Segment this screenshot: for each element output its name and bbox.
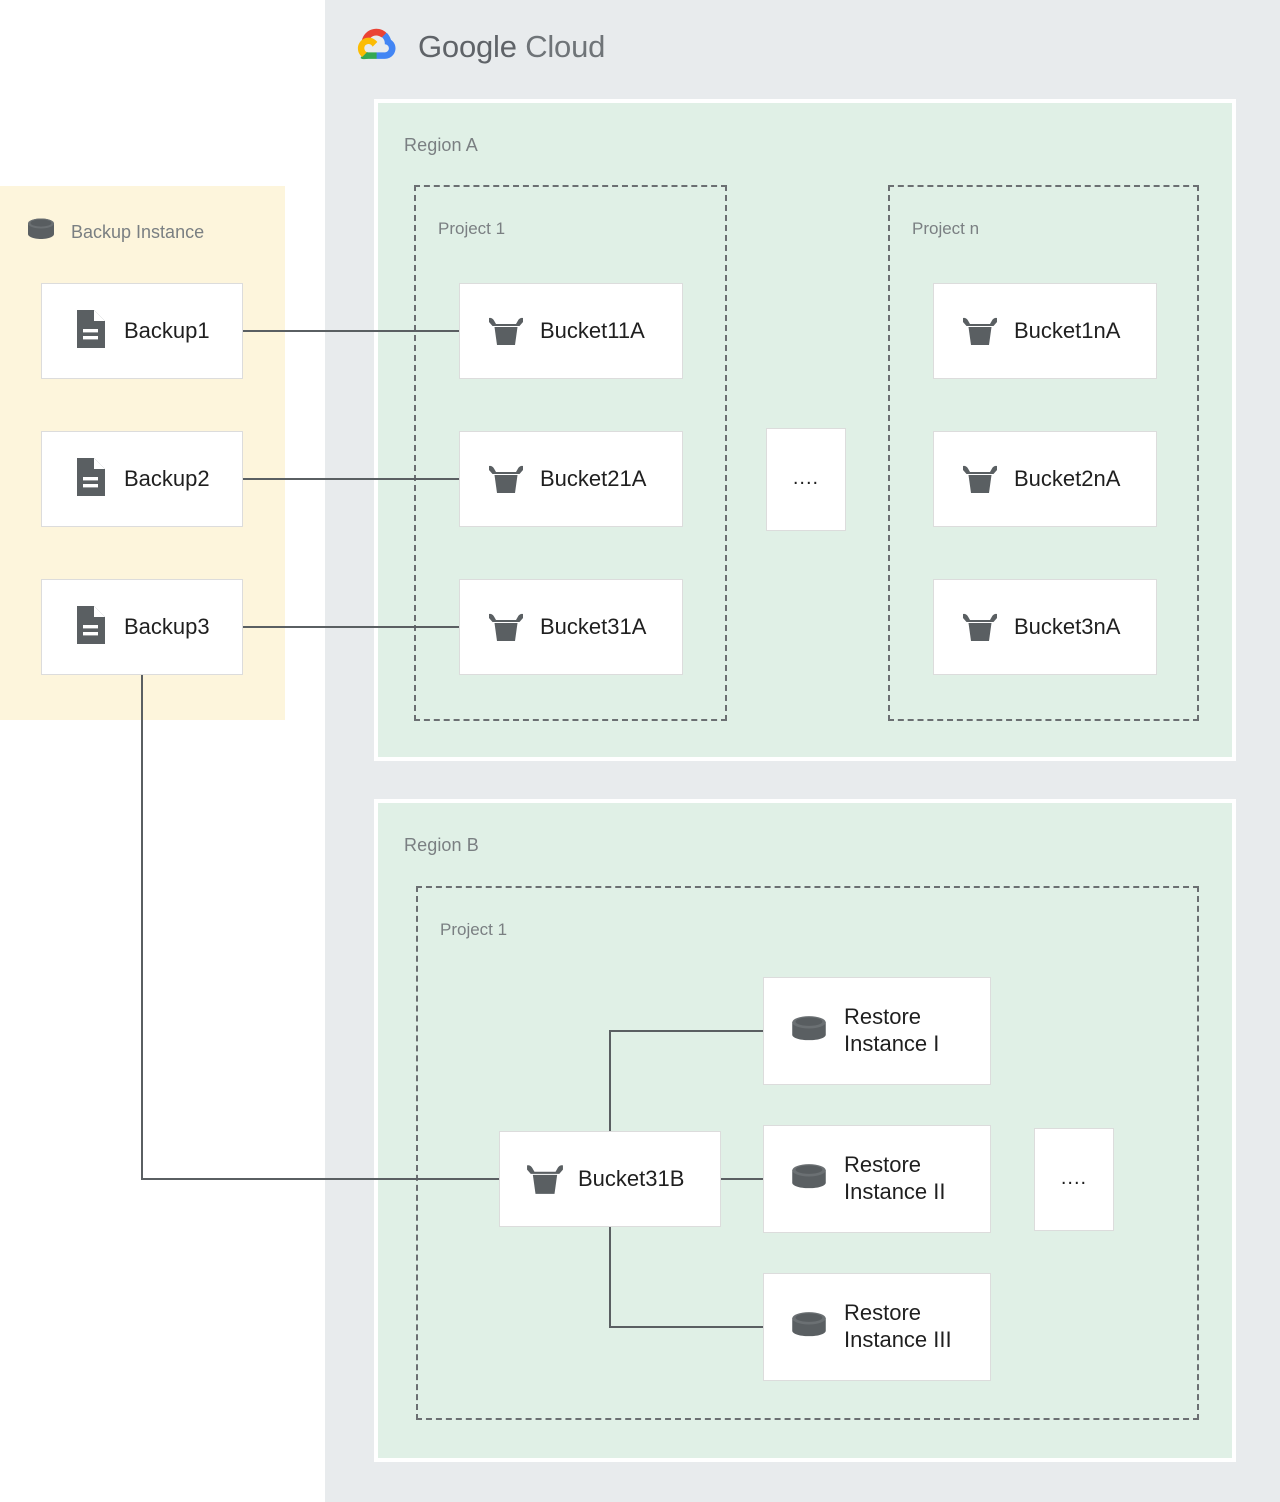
google-cloud-header: Google Cloud xyxy=(357,26,605,67)
ellipsis-label: .... xyxy=(1060,1166,1088,1189)
backup-node-1-label: Backup1 xyxy=(124,317,210,343)
bucket-node-bucket31b[interactable]: Bucket31B xyxy=(499,1131,721,1227)
bucket-node-bucket31a[interactable]: Bucket31A xyxy=(459,579,683,675)
connector-backup2-bucket21a xyxy=(243,478,460,480)
brand-name-google: Google xyxy=(418,28,517,64)
bucket-node-bucket31a-label: Bucket31A xyxy=(540,613,647,639)
storage-bucket-icon xyxy=(962,312,998,351)
bucket-node-bucket31b-label: Bucket31B xyxy=(578,1165,685,1191)
connector-bucket31b-restore1-horizontal xyxy=(609,1030,764,1032)
bucket-node-bucket1na[interactable]: Bucket1nA xyxy=(933,283,1157,379)
restore-instance-node-3-label: Restore Instance III xyxy=(844,1300,952,1352)
connector-backup3-bucket31a xyxy=(243,626,460,628)
bucket-node-bucket21a-label: Bucket21A xyxy=(540,465,647,491)
storage-bucket-icon xyxy=(962,608,998,647)
storage-bucket-icon xyxy=(488,460,524,499)
ellipsis-label: .... xyxy=(792,466,820,489)
storage-bucket-icon xyxy=(488,608,524,647)
google-cloud-logo-icon xyxy=(357,26,401,67)
google-cloud-wordmark: Google Cloud xyxy=(418,29,605,65)
restore-instance-node-3[interactable]: Restore Instance III xyxy=(763,1273,991,1381)
backup-node-2[interactable]: Backup2 xyxy=(41,431,243,527)
bucket-node-bucket3na-label: Bucket3nA xyxy=(1014,613,1121,639)
project-1-region-a-label: Project 1 xyxy=(438,219,506,238)
connector-bucket31b-restore3-horizontal xyxy=(609,1326,764,1328)
backup-node-1[interactable]: Backup1 xyxy=(41,283,243,379)
connector-backup3-bucket31b-vertical xyxy=(141,675,143,1180)
restore-instance-node-1-label: Restore Instance I xyxy=(844,1004,940,1056)
bucket-node-bucket11a-label: Bucket11A xyxy=(540,317,645,343)
connector-bucket31b-restore1-vertical xyxy=(609,1030,611,1132)
region-b-label: Region B xyxy=(404,835,479,855)
connector-bucket31b-restore2 xyxy=(721,1178,764,1180)
bucket-node-bucket2na[interactable]: Bucket2nA xyxy=(933,431,1157,527)
region-a-label: Region A xyxy=(404,135,478,155)
restore-instance-node-2-label: Restore Instance II xyxy=(844,1152,946,1204)
ellipsis-card-region-a: .... xyxy=(766,428,846,531)
project-1-region-b-box: Project 1 xyxy=(416,886,1199,1420)
bucket-node-bucket2na-label: Bucket2nA xyxy=(1014,465,1121,491)
document-file-icon xyxy=(74,309,106,353)
connector-backup1-bucket11a xyxy=(243,330,460,332)
connector-backup3-bucket31b-horizontal xyxy=(141,1178,500,1180)
document-file-icon xyxy=(74,457,106,501)
bucket-node-bucket11a[interactable]: Bucket11A xyxy=(459,283,683,379)
backup-node-2-label: Backup2 xyxy=(124,465,210,491)
project-n-region-a-label: Project n xyxy=(912,219,980,238)
backup-node-3[interactable]: Backup3 xyxy=(41,579,243,675)
storage-bucket-icon xyxy=(526,1159,564,1200)
bucket-node-bucket1na-label: Bucket1nA xyxy=(1014,317,1121,343)
ellipsis-card-region-b: .... xyxy=(1034,1128,1114,1231)
storage-bucket-icon xyxy=(962,460,998,499)
project-1-region-a-box: Project 1 xyxy=(414,185,727,721)
bucket-node-bucket21a[interactable]: Bucket21A xyxy=(459,431,683,527)
backup-node-3-label: Backup3 xyxy=(124,613,210,639)
storage-bucket-icon xyxy=(488,312,524,351)
restore-instance-node-2[interactable]: Restore Instance II xyxy=(763,1125,991,1233)
project-n-region-a-box: Project n xyxy=(888,185,1199,721)
backup-instance-title: Backup Instance xyxy=(26,216,204,249)
brand-name-cloud: Cloud xyxy=(525,28,606,64)
connector-bucket31b-restore3-vertical xyxy=(609,1226,611,1328)
project-1-region-b-label: Project 1 xyxy=(440,920,508,939)
database-cylinder-icon xyxy=(790,1308,828,1347)
database-cylinder-icon xyxy=(790,1160,828,1199)
restore-instance-node-1[interactable]: Restore Instance I xyxy=(763,977,991,1085)
backup-instance-title-label: Backup Instance xyxy=(71,222,205,242)
bucket-node-bucket3na[interactable]: Bucket3nA xyxy=(933,579,1157,675)
document-file-icon xyxy=(74,605,106,649)
database-cylinder-icon xyxy=(790,1012,828,1051)
database-cylinder-icon xyxy=(26,216,56,249)
